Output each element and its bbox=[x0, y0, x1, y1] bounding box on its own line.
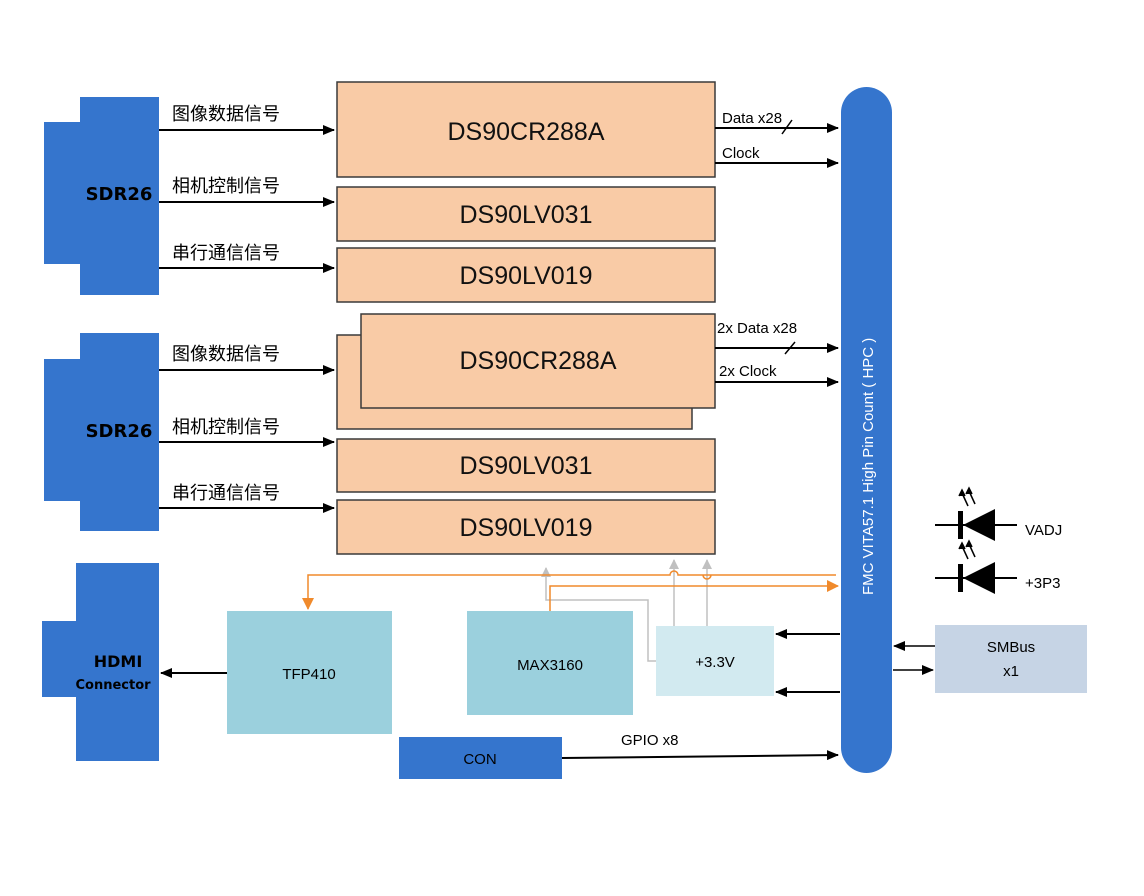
sdr26-connector-top: SDR26 bbox=[44, 97, 159, 295]
hdmi-label: HDMI bbox=[94, 652, 143, 671]
hdmi-connector: HDMI Connector bbox=[42, 563, 159, 761]
clock-label: Clock bbox=[722, 145, 760, 162]
serial-comm-signal-label: 串行通信信号 bbox=[172, 243, 280, 264]
chip-label: DS90CR288A bbox=[447, 118, 604, 146]
chip-tfp410: TFP410 bbox=[227, 611, 392, 734]
chip-ds90cr288a-top: DS90CR288A bbox=[336, 81, 716, 178]
power-label: +3.3V bbox=[695, 654, 735, 671]
chip-label: DS90LV031 bbox=[460, 452, 593, 480]
smbus-label: SMBus bbox=[987, 639, 1035, 656]
image-data-signal-label: 图像数据信号 bbox=[172, 344, 280, 365]
sdr26-label: SDR26 bbox=[86, 184, 153, 205]
gpio-label: GPIO x8 bbox=[621, 732, 679, 749]
light-emission-icon bbox=[958, 539, 976, 560]
fmc-hpc-connector: FMC VITA57.1 High Pin Count ( HPC ) bbox=[841, 87, 892, 773]
chip-label: DS90LV031 bbox=[460, 201, 593, 229]
chip-label: DS90CR288A bbox=[459, 347, 616, 375]
con-connector: CON bbox=[399, 737, 562, 779]
power-regulator-3v3: +3.3V bbox=[656, 626, 774, 696]
data-2x-label: 2x Data x28 bbox=[717, 320, 797, 337]
hdmi-connector-label: Connector bbox=[75, 678, 151, 693]
camera-control-signal-label: 相机控制信号 bbox=[172, 417, 280, 438]
data-x28-label: Data x28 bbox=[722, 110, 782, 127]
chip-label: DS90LV019 bbox=[460, 262, 593, 290]
chip-ds90cr288a-bottom-stack: DS90CR288A bbox=[336, 313, 716, 430]
chip-ds90lv019-bottom: DS90LV019 bbox=[336, 499, 716, 555]
led-vadj-label: VADJ bbox=[1025, 522, 1062, 539]
chip-ds90lv019-top: DS90LV019 bbox=[336, 247, 716, 303]
led-3p3-label: +3P3 bbox=[1025, 575, 1060, 592]
control-lines bbox=[308, 570, 839, 611]
smbus-count-label: x1 bbox=[1003, 663, 1019, 680]
connector-body bbox=[80, 333, 159, 531]
led-3p3: +3P3 bbox=[935, 539, 1060, 594]
chip-label: DS90LV019 bbox=[460, 514, 593, 542]
led-vadj: VADJ bbox=[935, 486, 1062, 541]
connector-body bbox=[80, 97, 159, 295]
diode-icon bbox=[963, 509, 995, 541]
diode-icon bbox=[963, 562, 995, 594]
light-emission-icon bbox=[958, 486, 976, 507]
gpio-arrow bbox=[561, 750, 839, 761]
chip-label: TFP410 bbox=[282, 666, 335, 683]
sdr26-connector-bottom: SDR26 bbox=[44, 333, 159, 531]
chip-ds90lv031-top: DS90LV031 bbox=[336, 186, 716, 242]
bus-slash bbox=[781, 119, 793, 135]
chip-max3160: MAX3160 bbox=[467, 611, 633, 715]
con-label: CON bbox=[463, 751, 496, 768]
serial-comm-signal-label: 串行通信信号 bbox=[172, 483, 280, 504]
smbus-block: SMBus bbox=[935, 625, 1087, 693]
bus-slash bbox=[784, 341, 796, 355]
connector-flange bbox=[44, 359, 84, 501]
chip-front bbox=[360, 313, 716, 409]
connector-body bbox=[76, 563, 159, 761]
connector-flange bbox=[44, 122, 84, 264]
connector-flange bbox=[42, 621, 82, 697]
camera-control-signal-label: 相机控制信号 bbox=[172, 176, 280, 197]
image-data-signal-label: 图像数据信号 bbox=[172, 104, 280, 125]
sdr26-label: SDR26 bbox=[86, 421, 153, 442]
chip-ds90lv031-bottom: DS90LV031 bbox=[336, 438, 716, 493]
fmc-label: FMC VITA57.1 High Pin Count ( HPC ) bbox=[860, 338, 877, 595]
clock-2x-label: 2x Clock bbox=[719, 363, 777, 380]
chip-label: MAX3160 bbox=[517, 657, 583, 674]
